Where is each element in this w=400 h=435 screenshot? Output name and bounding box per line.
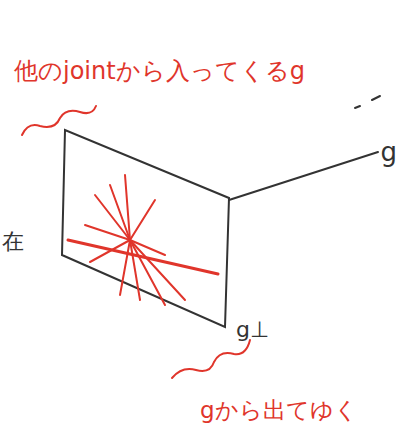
plane-outline — [62, 130, 229, 327]
red-ray — [130, 200, 155, 240]
red-ray — [125, 175, 130, 240]
red-line — [68, 240, 218, 274]
brace — [22, 106, 96, 135]
note-label: gから出てゆく — [200, 398, 358, 423]
vector-label: g — [380, 138, 397, 167]
dash-mark — [372, 96, 380, 100]
red-ray — [130, 240, 185, 300]
red-ray — [90, 240, 130, 262]
red-ray — [120, 240, 130, 295]
brace — [172, 340, 250, 378]
red-ray — [130, 240, 165, 255]
cut-label: 在 — [2, 230, 24, 254]
normal-line — [229, 152, 378, 200]
note-label: 他のjointから入ってくるg — [14, 58, 305, 84]
vector-label: g⊥ — [236, 318, 269, 342]
red-ray — [85, 225, 130, 240]
dash-mark — [355, 106, 360, 108]
